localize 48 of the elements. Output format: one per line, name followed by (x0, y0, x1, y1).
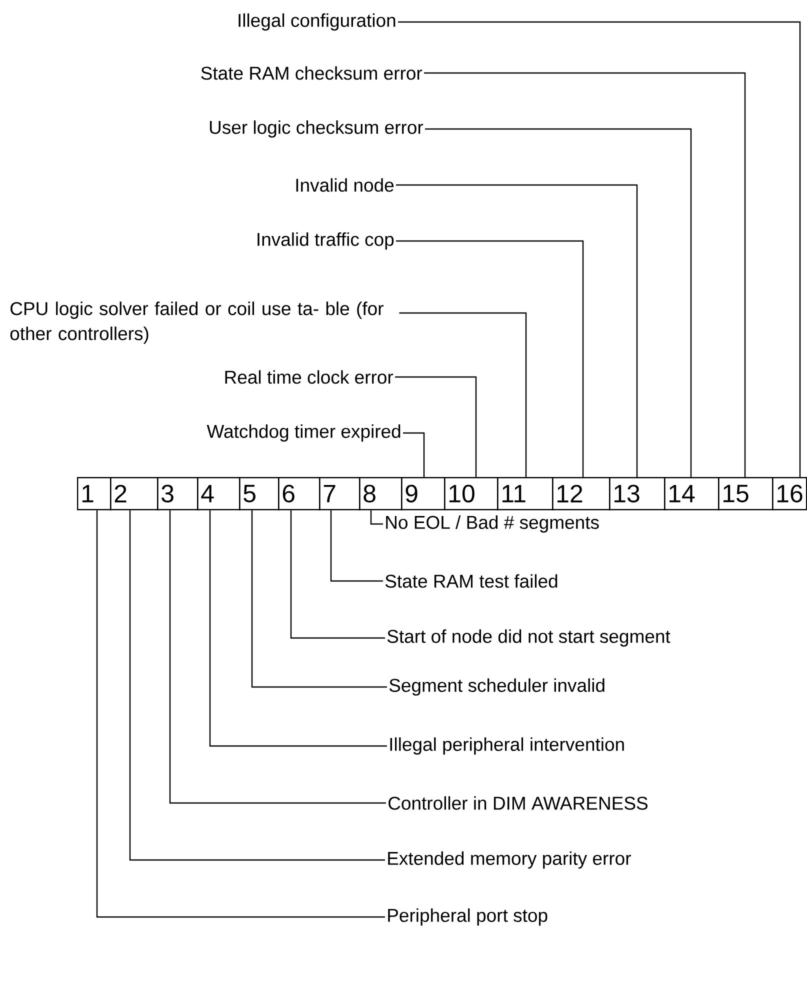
leader-line (129, 510, 385, 861)
error-label: Real time clock error (225, 370, 394, 384)
bit-cell: 7 (319, 477, 360, 510)
bit-cell: 12 (552, 477, 610, 510)
error-label: Start of node did not start segment (387, 629, 670, 647)
error-label: Peripheral port stop (388, 908, 548, 926)
error-label: Segment scheduler invalid (389, 678, 604, 696)
leader-line (399, 312, 527, 477)
error-label: Illegal peripheral intervention (390, 737, 624, 755)
error-label: No EOL / Bad # segments (386, 515, 599, 533)
leader-line (290, 510, 385, 639)
leader-line (209, 510, 387, 747)
bit-cell: 2 (110, 477, 158, 510)
bit-cell: 14 (664, 477, 720, 510)
bit-cell: 16 (772, 477, 807, 510)
bit-cell: 4 (197, 477, 240, 510)
error-label: Invalid traffic cop (258, 232, 394, 250)
error-label: Watchdog timer expired (206, 424, 400, 442)
leader-line (396, 184, 638, 477)
leader-line (424, 72, 746, 477)
error-label: Illegal configuration (238, 13, 396, 31)
error-label: Extended memory parity error (388, 851, 631, 869)
error-label: CPU logic solver failed or coil use ta- ble (for other controllers) (10, 302, 384, 344)
error-label: State RAM checksum error (201, 66, 422, 80)
leader-line (398, 21, 801, 477)
leader-line (395, 376, 477, 477)
leader-line (96, 510, 385, 918)
leader-line (403, 432, 425, 477)
bit-cell: 10 (444, 477, 498, 510)
bit-cell: 3 (157, 477, 198, 510)
bit-cell: 15 (718, 477, 774, 510)
bit-cell: 11 (497, 477, 554, 510)
leader-line (370, 510, 383, 525)
leader-line (425, 128, 692, 477)
bit-cell: 1 (77, 477, 112, 510)
bit-cell: 5 (239, 477, 280, 510)
bit-cell: 6 (278, 477, 320, 510)
error-label: User logic checksum error (210, 120, 424, 138)
leader-line (330, 510, 383, 582)
leader-line (251, 510, 387, 688)
error-label: State RAM test failed (385, 574, 558, 588)
leader-line (396, 240, 584, 477)
bit-cell: 9 (401, 477, 446, 510)
leader-line (169, 510, 386, 804)
bit-cell: 13 (609, 477, 666, 510)
error-label: Controller in DIM AWARENESS (388, 796, 648, 810)
bit-cell: 8 (359, 477, 402, 510)
error-label: Invalid node (296, 178, 394, 192)
